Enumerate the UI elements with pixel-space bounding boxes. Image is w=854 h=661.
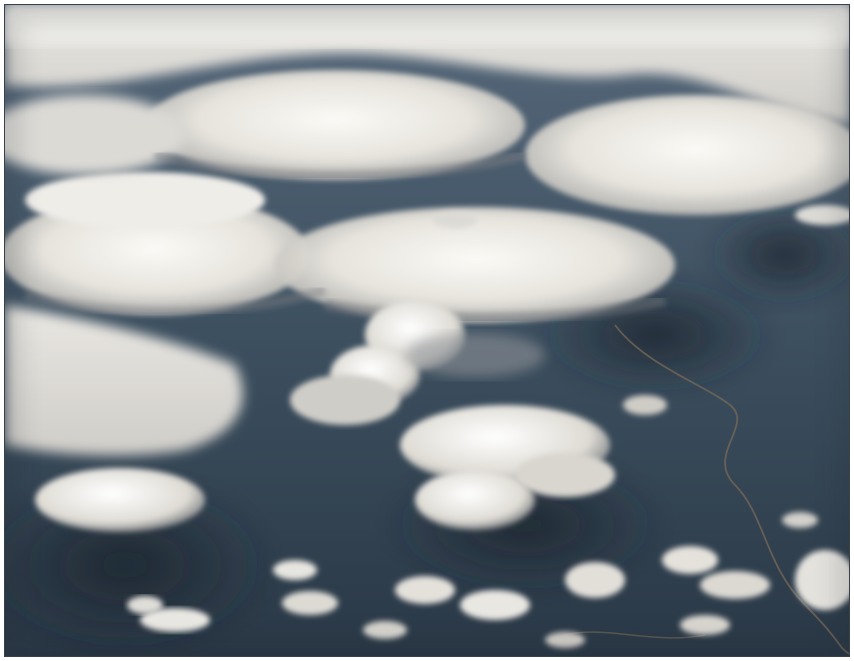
river-line [614, 324, 849, 655]
photo-frame [4, 4, 850, 657]
left-cloud-bank [5, 305, 243, 456]
scattered-cumulus [273, 205, 849, 648]
anvil-cloud [145, 70, 525, 180]
small-cumulus [35, 468, 205, 532]
aerial-cloud-photo [5, 5, 849, 656]
